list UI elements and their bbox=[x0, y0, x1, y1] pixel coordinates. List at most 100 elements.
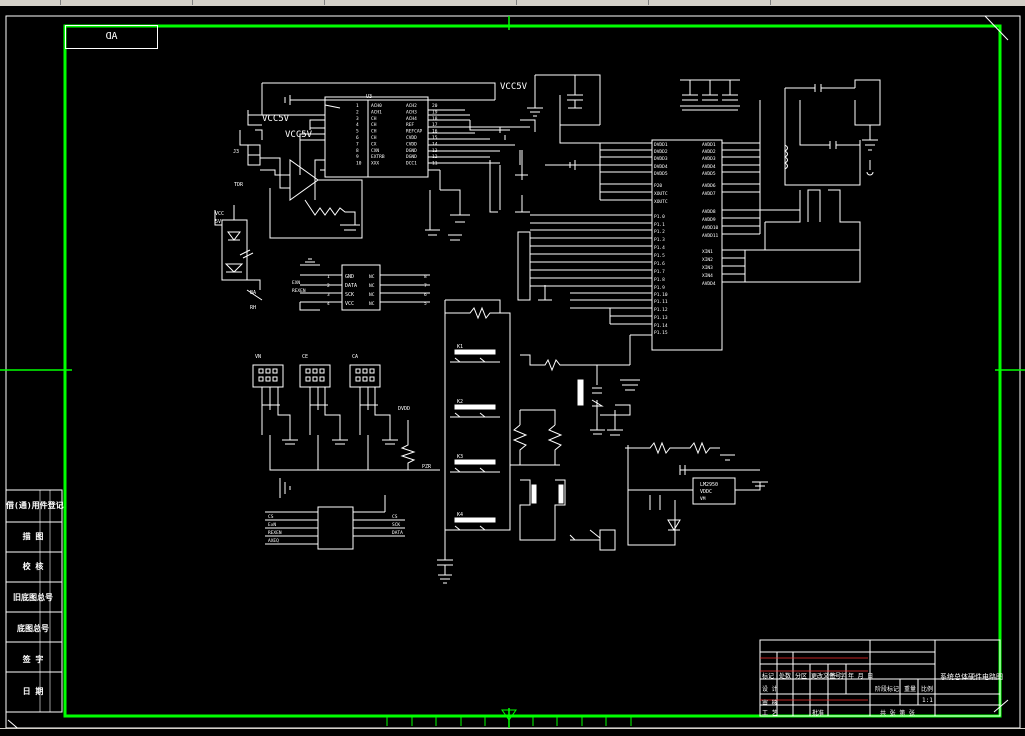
mcu-pin-label: P1.11 bbox=[654, 299, 668, 305]
j3-label: J3 bbox=[233, 149, 239, 155]
mcu-pin-label: P1.14 bbox=[654, 323, 668, 329]
opamp-section bbox=[239, 129, 363, 239]
adc-pin-number: 8 bbox=[356, 148, 359, 154]
tb-scale: 比例 bbox=[921, 686, 934, 693]
bottom-ic-pin-label: ExN bbox=[268, 522, 276, 528]
mcu-pin-label: XIN1 bbox=[702, 249, 713, 255]
side-label-date: 日 期 bbox=[22, 687, 44, 696]
adc-pin-label: CVDD bbox=[406, 141, 417, 147]
tb-weight: 重量 bbox=[904, 686, 917, 693]
vcc-led-label: 5V bbox=[215, 219, 221, 225]
tb-sheet-info: 共 张 第 张 bbox=[880, 710, 915, 717]
memory-pin-label: DATA bbox=[345, 283, 357, 289]
toolbar-tab[interactable] bbox=[0, 0, 61, 5]
adc-pin-label: XXX bbox=[371, 161, 379, 167]
toolbar-tab[interactable] bbox=[194, 0, 325, 5]
left-strip-rows bbox=[6, 490, 62, 712]
mcu-pin-label: AVDD4 bbox=[702, 281, 716, 287]
adc-pin-label: CH bbox=[371, 122, 377, 128]
mcu-pin-label: AVDD9 bbox=[702, 217, 716, 223]
memory-pin-label: SCK bbox=[345, 292, 354, 298]
toolbar-tab[interactable] bbox=[650, 0, 771, 5]
regulator-box bbox=[692, 477, 736, 505]
mcu-pin-label: P1.4 bbox=[654, 245, 665, 251]
adc-pin-number: 5 bbox=[356, 129, 359, 135]
toolbar-tab[interactable] bbox=[518, 0, 649, 5]
side-label-sign: 签 字 bbox=[22, 655, 44, 664]
toolbar-tab[interactable] bbox=[326, 0, 517, 5]
mcu-pin-label: AVDD5 bbox=[702, 171, 716, 177]
memory-pin-number: 5 bbox=[424, 301, 427, 307]
adc-pin-number: 11 bbox=[432, 161, 438, 167]
mcu-chip bbox=[651, 139, 723, 351]
mcu-pin-label: XOUTC bbox=[654, 199, 668, 205]
memory-signal-label: EXN bbox=[292, 280, 300, 286]
adc-pin-number: 3 bbox=[356, 116, 359, 122]
tb-header-count: 处数 bbox=[779, 673, 792, 680]
dvdd-label: DVDD bbox=[398, 406, 410, 412]
mcu-pin-label: AVDD11 bbox=[702, 233, 719, 239]
adc-pin-label: ACH3 bbox=[406, 109, 417, 115]
mirror-label: AD bbox=[65, 25, 158, 49]
scale-ticks bbox=[360, 715, 640, 726]
adc-pin-number: 4 bbox=[356, 122, 359, 128]
tb-row-design: 设 计 bbox=[762, 686, 778, 693]
mcu-section bbox=[517, 74, 881, 391]
corner-marks bbox=[7, 15, 1009, 733]
key-switch bbox=[450, 404, 500, 418]
tb-header-change: 更改文件号 bbox=[811, 673, 842, 680]
adc-pin-label: EXTRB bbox=[371, 154, 385, 160]
adc-pin-label: CX bbox=[371, 141, 377, 147]
bottom-ic-section bbox=[265, 478, 405, 550]
connectors-section bbox=[252, 364, 440, 471]
mcu-pin-label: AVDD1 bbox=[702, 142, 716, 148]
bottom-ic-chip bbox=[317, 506, 354, 550]
key-label: K3 bbox=[457, 454, 463, 460]
memory-pin-label: VCC bbox=[345, 301, 354, 307]
adc-pin-number: 13 bbox=[432, 148, 438, 154]
memory-pin-label: NC bbox=[369, 283, 375, 289]
mcu-pin-label: DVDD2 bbox=[654, 149, 668, 155]
adc-pin-label: REF bbox=[406, 122, 414, 128]
mcu-left-pins bbox=[517, 95, 652, 325]
adc-pin-number: 10 bbox=[356, 161, 362, 167]
toolbar-tab[interactable] bbox=[62, 0, 193, 5]
regulator-label: VDDC bbox=[700, 489, 712, 495]
keys-section bbox=[437, 299, 511, 584]
left-strip bbox=[5, 489, 63, 713]
bottom-ic-pin-label: DATA bbox=[392, 530, 403, 536]
bottom-ic-pin-label: CS bbox=[392, 514, 398, 520]
adc-pin-label: CH bbox=[371, 129, 377, 135]
adc-pin-number: 1 bbox=[356, 103, 359, 109]
mcu-pin-label: P1.15 bbox=[654, 330, 668, 336]
mcu-pin-label: P1.1 bbox=[654, 222, 665, 228]
mcu-pin-label: AVDD10 bbox=[702, 225, 719, 231]
adc-pin-number: 19 bbox=[432, 109, 438, 115]
regulator-label: VM bbox=[700, 496, 706, 502]
memory-pin-number: 2 bbox=[327, 283, 330, 289]
schematic-labels: VCC5VVCC5VVCC5VTDRJ3VCC5VBARHU3ACH0ACH1C… bbox=[215, 82, 719, 544]
mcu-pin-label: AVDD3 bbox=[702, 156, 716, 162]
memory-section bbox=[299, 258, 430, 311]
adc-pin-number: 17 bbox=[432, 122, 438, 128]
memory-pin-label: NC bbox=[369, 292, 375, 298]
rh-label: RH bbox=[250, 305, 256, 311]
mcu-top-caps bbox=[527, 74, 740, 125]
memory-pin-number: 3 bbox=[327, 292, 330, 298]
memory-chip bbox=[341, 264, 381, 311]
adc-pin-number: 20 bbox=[432, 103, 438, 109]
reset-section bbox=[510, 354, 631, 541]
mcu-bottom bbox=[538, 285, 652, 391]
mcu-pin-label: XIN4 bbox=[702, 273, 713, 279]
mcu-right-pins bbox=[722, 100, 861, 283]
connector-label: CE bbox=[302, 354, 308, 360]
mcu-pin-label: AVDD4 bbox=[702, 164, 716, 170]
mcu-pin-label: P1.9 bbox=[654, 285, 665, 291]
memory-pin-label: NC bbox=[369, 301, 375, 307]
adc-pin-label: DCC1 bbox=[406, 161, 417, 167]
adc-pin-label: DGND bbox=[406, 148, 417, 154]
title-block-red-lines bbox=[760, 657, 868, 701]
adc-pin-number: 6 bbox=[356, 135, 359, 141]
tb-stage: 阶段标记 bbox=[875, 686, 900, 693]
